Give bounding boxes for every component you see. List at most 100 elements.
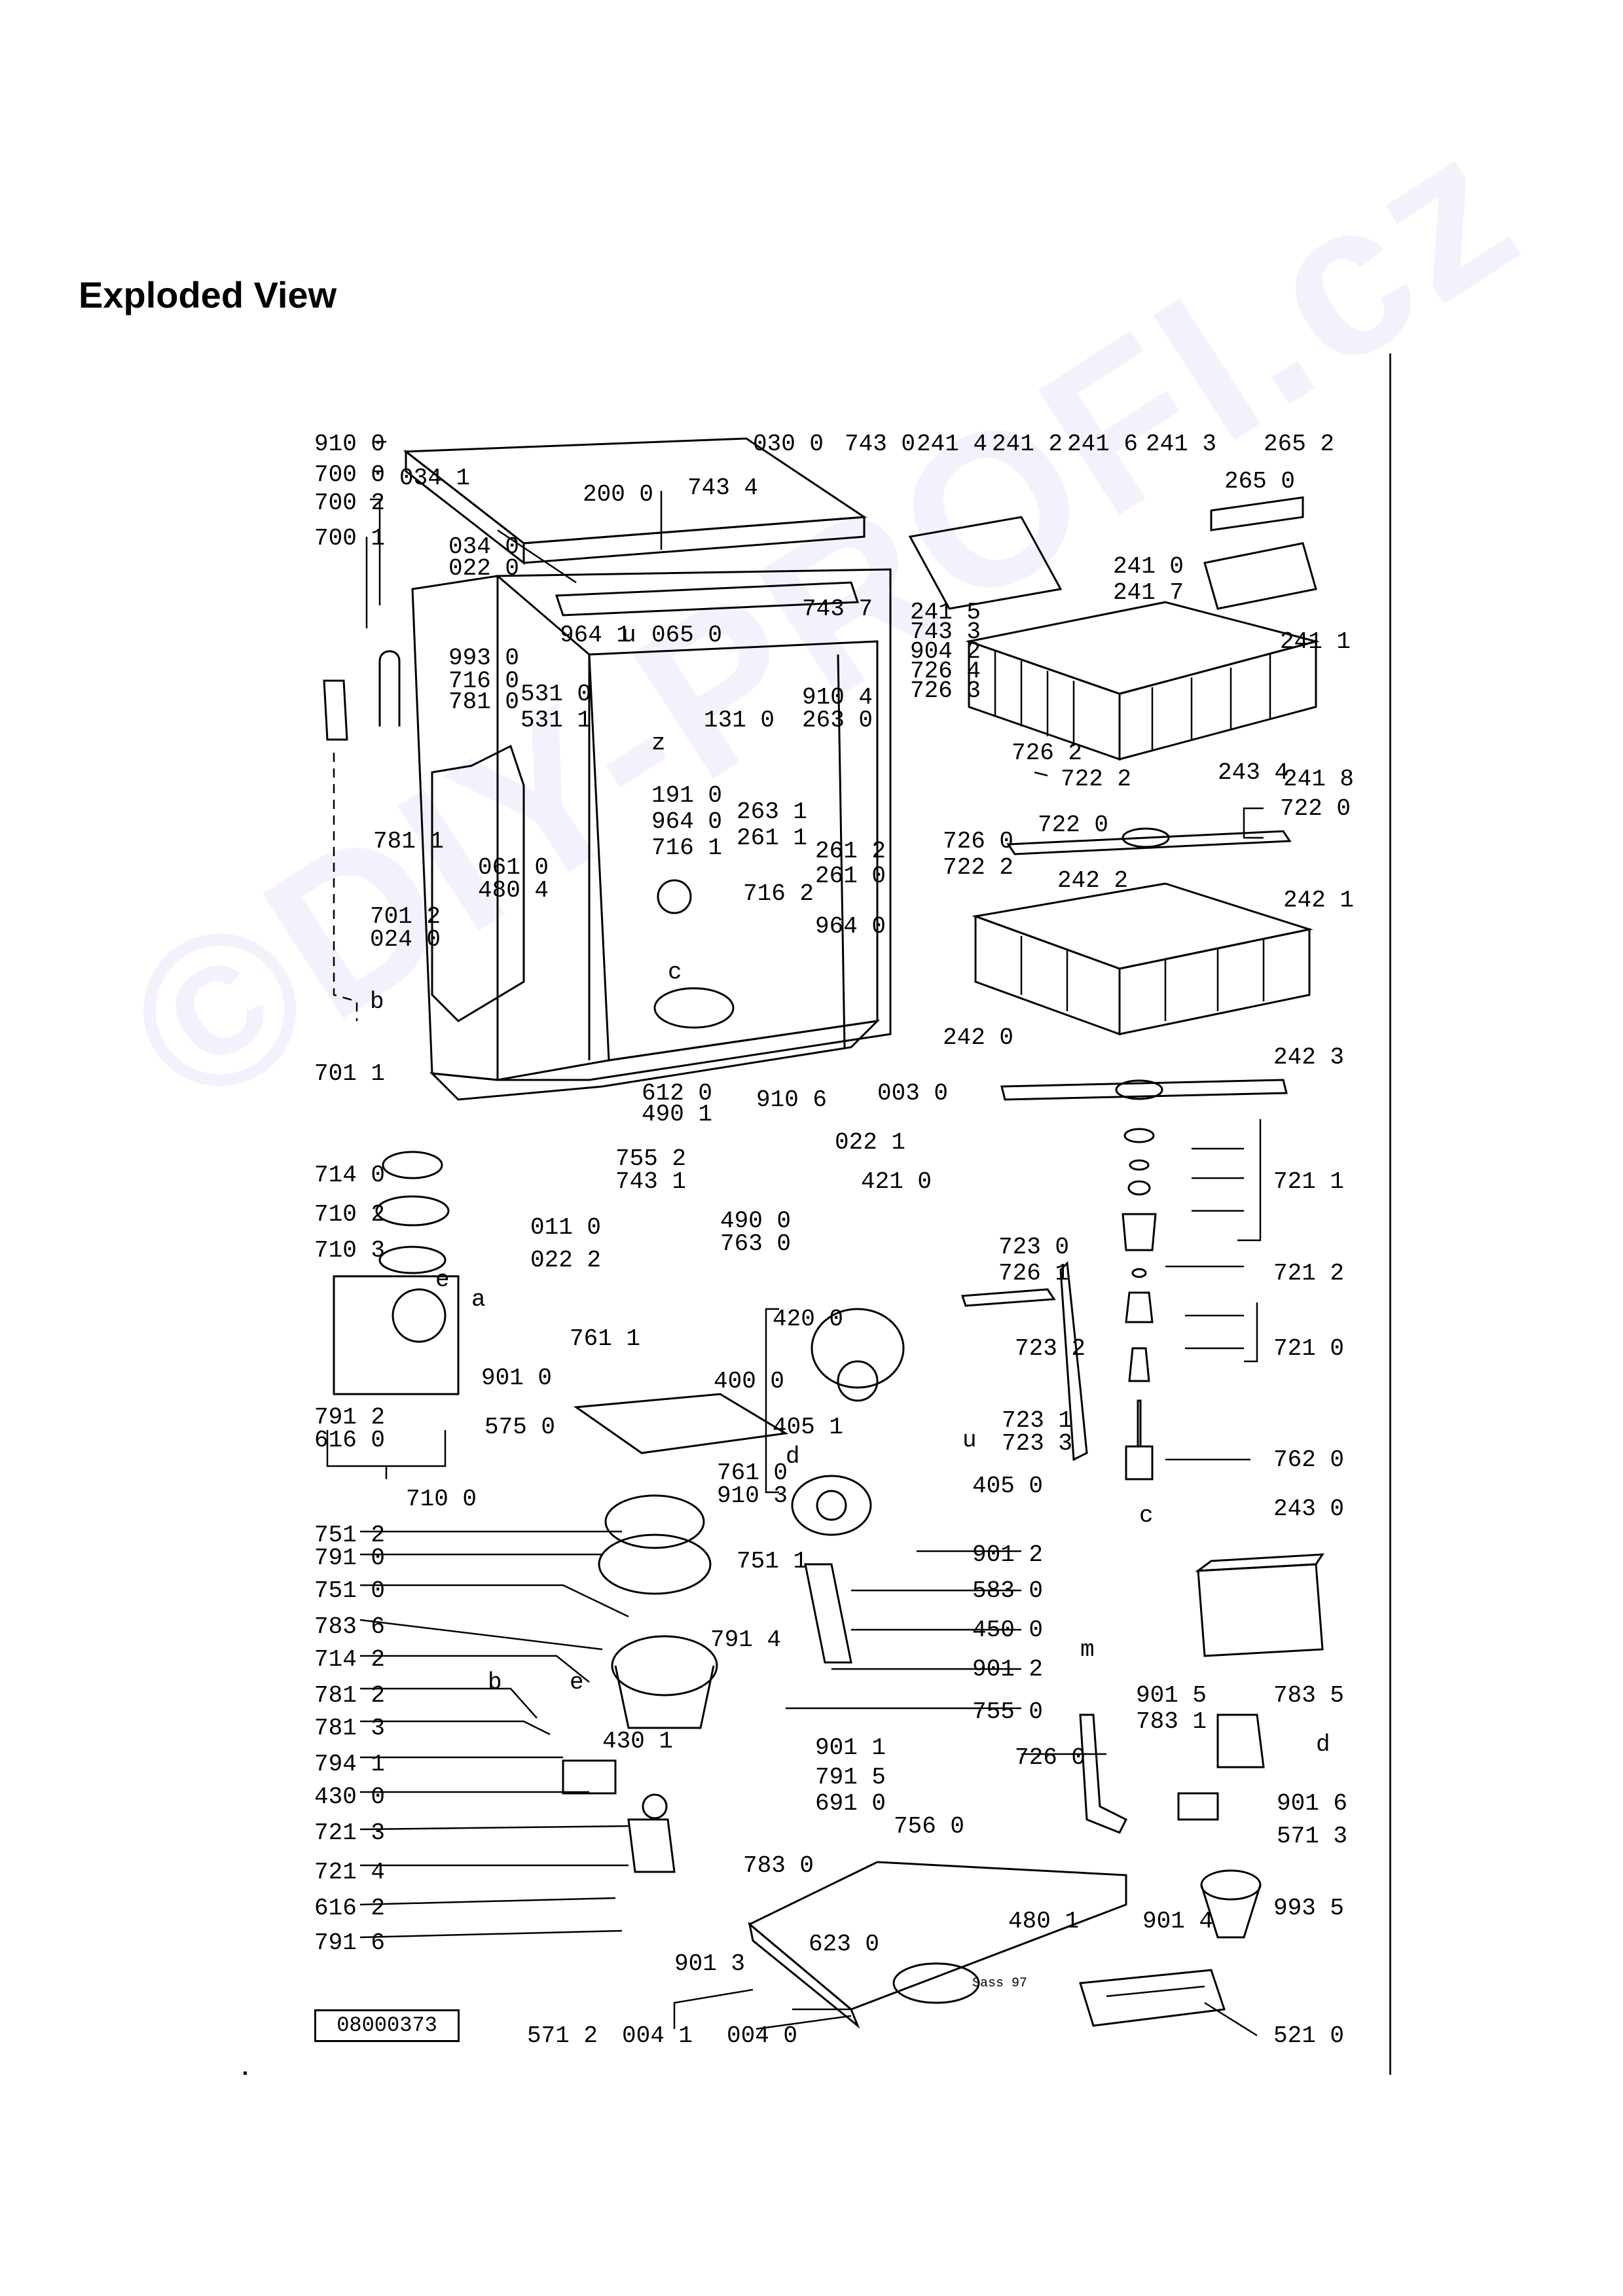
part-label: 241 8: [1283, 766, 1354, 793]
part-label: 910 0: [314, 431, 385, 457]
lower-basket-part: [972, 882, 1313, 1036]
part-label: 263 1: [737, 798, 807, 825]
part-label: 261 2: [815, 838, 886, 865]
part-label: 022 2: [530, 1247, 601, 1274]
part-label: 964 0: [651, 808, 722, 835]
part-label: 701 1: [314, 1060, 385, 1087]
part-label: 430 1: [602, 1728, 673, 1755]
part-label: 241 2: [992, 431, 1063, 457]
part-label: 721 1: [1273, 1168, 1344, 1195]
base-plate-part: [748, 1861, 1127, 2029]
part-label: 616 0: [314, 1427, 385, 1454]
part-label: 490 0: [720, 1208, 791, 1234]
part-label: u: [622, 622, 636, 649]
part-label: 241 7: [1113, 579, 1184, 606]
part-label: 261 1: [737, 825, 807, 852]
drain-valve-part: [562, 1759, 676, 1873]
part-label: 575 0: [484, 1414, 555, 1441]
part-label: 743 7: [802, 596, 873, 622]
part-label: 723 3: [1002, 1430, 1072, 1457]
part-label: 700 0: [314, 461, 385, 488]
part-label: 241 3: [1146, 431, 1216, 457]
page-mark: [244, 2072, 247, 2075]
lower-spray-arm-part: [1000, 1079, 1288, 1101]
part-label: 710 3: [314, 1237, 385, 1264]
part-label: 710 0: [406, 1486, 477, 1513]
part-label: 571 3: [1277, 1823, 1347, 1850]
drawing-id: 08000373: [314, 2009, 460, 2042]
part-label: 034 1: [399, 465, 470, 492]
part-label: 714 2: [314, 1646, 385, 1673]
part-label: 612 0: [642, 1080, 712, 1107]
part-label: 791 4: [710, 1626, 781, 1653]
part-label: 571 2: [527, 2022, 598, 2049]
part-label: m: [1080, 1636, 1095, 1663]
part-label: e: [435, 1266, 450, 1293]
part-label: 723 1: [1002, 1407, 1072, 1434]
rinse-aid-dispenser-part: [1195, 1553, 1324, 1657]
part-label: 781 2: [314, 1682, 385, 1709]
part-label: 761 1: [570, 1325, 640, 1352]
page-title: Exploded View: [79, 274, 337, 315]
part-label: 791 6: [314, 1929, 385, 1956]
part-label: 722 2: [1061, 766, 1131, 793]
part-label: 061 0: [478, 854, 549, 881]
part-label: 241 6: [1067, 431, 1138, 457]
part-label: 003 0: [877, 1080, 948, 1107]
part-label: 490 1: [642, 1101, 712, 1128]
part-label: 243 4: [1218, 759, 1288, 786]
part-label: 721 4: [314, 1859, 385, 1886]
part-label: 241 0: [1113, 553, 1184, 580]
part-label: 034 0: [448, 533, 519, 560]
part-label: 726 0: [1015, 1744, 1085, 1771]
part-label: 531 1: [520, 707, 591, 734]
part-label: 714 0: [314, 1162, 385, 1189]
part-label: 691 0: [815, 1790, 886, 1817]
filter-housing-part: [333, 1151, 460, 1395]
page-rule: [1389, 353, 1391, 2075]
part-label: 531 0: [520, 681, 591, 708]
part-label: 430 0: [314, 1784, 385, 1810]
part-label: 755 0: [972, 1698, 1043, 1725]
part-label: 700 1: [314, 525, 385, 552]
upper-spray-arm-part: [1006, 827, 1292, 855]
part-label: 480 1: [1008, 1908, 1079, 1935]
motor-pump-part: [791, 1308, 905, 1664]
part-labels: 910 0 700 0 700 2 700 1 034 1 030 0 743 …: [314, 431, 1354, 2049]
part-label: 191 0: [651, 782, 722, 809]
control-panel-part: [1079, 1969, 1226, 2027]
part-label: d: [1316, 1731, 1330, 1758]
part-label: 993 5: [1273, 1895, 1344, 1922]
part-label: a: [471, 1286, 486, 1313]
part-label: 910 6: [756, 1086, 827, 1113]
part-label: 781 0: [448, 689, 519, 715]
part-label: 743 4: [687, 475, 758, 501]
part-label: 901 2: [972, 1541, 1043, 1568]
part-label: b: [488, 1669, 502, 1696]
shelf-part: [1203, 496, 1317, 610]
part-label: 241 4: [917, 431, 987, 457]
part-label: 243 0: [1273, 1496, 1344, 1522]
part-label: 700 2: [314, 490, 385, 516]
part-label: u: [962, 1427, 977, 1454]
part-label: 011 0: [530, 1214, 601, 1241]
part-label: 743 1: [615, 1168, 686, 1195]
part-label: 721 0: [1273, 1335, 1344, 1362]
part-label: 756 0: [894, 1813, 964, 1840]
part-label: 721 3: [314, 1820, 385, 1846]
leader-lines: [326, 440, 1264, 2037]
part-label: 743 0: [845, 431, 915, 457]
part-label: 722 0: [1038, 812, 1108, 838]
water-inlet-part: [1079, 1713, 1265, 1834]
part-label: 722 2: [943, 854, 1013, 881]
part-label: 710 2: [314, 1201, 385, 1228]
part-label: 022 0: [448, 555, 519, 582]
part-label: 791 5: [815, 1764, 886, 1791]
part-label: 755 2: [615, 1145, 686, 1172]
part-label: 901 1: [815, 1734, 886, 1761]
part-label: 716 1: [651, 834, 722, 861]
pipe-part: [960, 1261, 1088, 1462]
part-label: e: [570, 1669, 584, 1696]
part-label: 723 0: [998, 1234, 1069, 1261]
